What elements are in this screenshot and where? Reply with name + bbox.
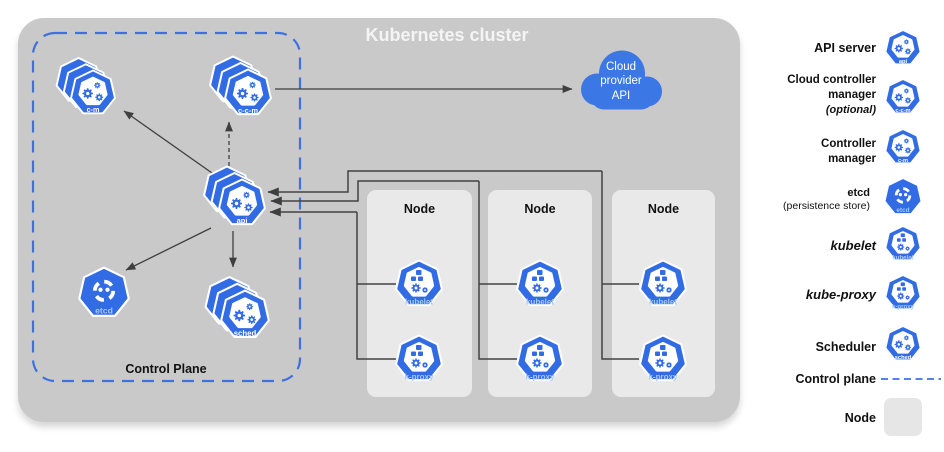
cloud-icon <box>581 50 662 110</box>
legend-kube-proxy-label: kube-proxy <box>805 287 876 302</box>
legend-scheduler-label: Scheduler <box>815 340 876 354</box>
scheduler-icon: sched <box>204 276 271 341</box>
legend-controller-manager-icon: c-m <box>884 128 922 166</box>
svg-text:etcd: etcd <box>896 207 909 214</box>
svg-text:k-proxy: k-proxy <box>892 304 915 311</box>
kube-proxy-icon: k-proxy <box>515 334 565 384</box>
legend-control-plane-label: Control plane <box>795 372 876 386</box>
api-server-icon: api <box>203 165 267 228</box>
svg-text:c-c-m: c-c-m <box>895 108 910 114</box>
kubelet-icon-label: kubelet <box>526 298 554 307</box>
legend-cloud-controller-manager-label: Cloud controller manager (optional) <box>756 73 876 117</box>
ccm-icon-label: c-c-m <box>238 106 258 115</box>
kube-proxy-icon: k-proxy <box>394 334 444 384</box>
legend-kubelet-label: kubelet <box>830 238 876 253</box>
legend-persistence-store-note: (persistence store) <box>783 200 870 213</box>
legend-etcd-label: etcd (persistence store) <box>783 187 870 213</box>
svg-text:api: api <box>899 59 908 65</box>
legend-node-swatch <box>884 398 922 436</box>
legend-etcd-icon: etcd <box>883 177 923 217</box>
etcd-icon: etcd <box>77 266 131 320</box>
legend-node-label: Node <box>844 411 876 425</box>
controller-manager-icon: c-m <box>55 56 117 117</box>
kubelet-icon: kubelet <box>515 259 565 309</box>
legend-control-plane-dashed-line <box>881 378 941 380</box>
node-label: Node <box>647 202 680 216</box>
kubelet-icon: kubelet <box>638 259 688 309</box>
kubelet-icon-label: kubelet <box>649 298 677 307</box>
node-label: Node <box>524 202 556 216</box>
svg-text:sched: sched <box>895 355 912 361</box>
kproxy-icon-label: k-proxy <box>526 373 555 382</box>
cluster-title: Kubernetes cluster <box>365 25 529 45</box>
legend-optional-note: (optional) <box>825 103 876 116</box>
etcd-icon-label: etcd <box>95 306 113 316</box>
cloud-provider-api: Cloud provider API <box>577 48 665 113</box>
cloud-provider-api-label: Cloud provider API <box>600 60 642 102</box>
kproxy-icon-label: k-proxy <box>405 373 434 382</box>
sched-icon-label: sched <box>234 329 257 338</box>
node-label: Node <box>403 202 436 216</box>
legend-kube-proxy-icon: k-proxy <box>884 274 922 312</box>
legend-api-server-label: API server <box>814 41 876 55</box>
kube-proxy-icon: k-proxy <box>638 334 688 384</box>
cm-icon-label: c-m <box>87 105 100 114</box>
legend-controller-manager-label: Controller manager <box>821 138 876 165</box>
api-icon-label: api <box>237 216 248 225</box>
kubelet-icon: kubelet <box>394 259 444 309</box>
control-plane-label: Control Plane <box>125 362 207 376</box>
legend-scheduler-icon: sched <box>884 325 922 363</box>
svg-text:kubelet: kubelet <box>892 255 913 262</box>
legend-api-server-icon: api <box>884 29 922 67</box>
kproxy-icon-label: k-proxy <box>649 373 678 382</box>
legend-cloud-controller-manager-icon: c-c-m <box>884 78 922 116</box>
kubelet-icon-label: kubelet <box>405 298 433 307</box>
legend-kubelet-icon: kubelet <box>884 225 922 263</box>
cloud-controller-manager-icon: c-c-m <box>209 55 273 118</box>
svg-text:c-m: c-m <box>898 158 908 164</box>
